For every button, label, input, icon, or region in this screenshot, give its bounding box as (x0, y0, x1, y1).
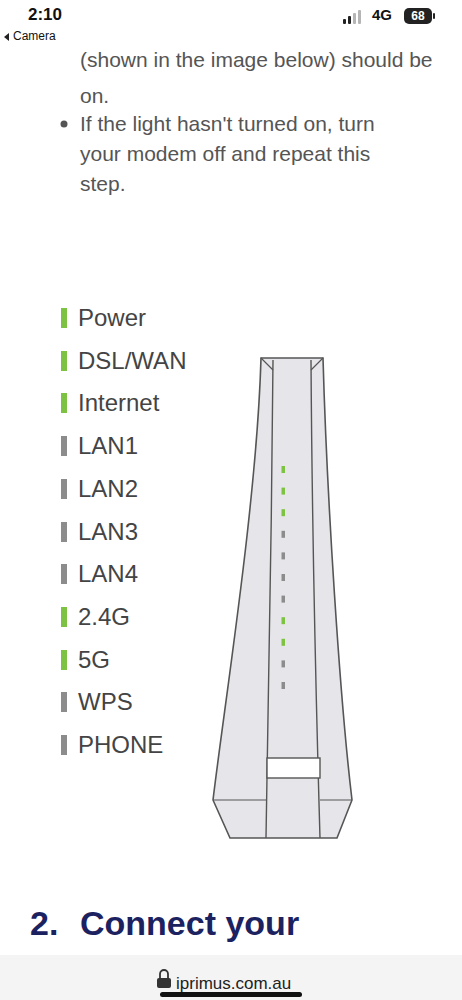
modem-led (282, 682, 286, 689)
modem-led (282, 488, 286, 495)
legend-swatch (61, 650, 67, 670)
modem-led (282, 596, 286, 603)
legend-swatch (61, 522, 67, 542)
network-type: 4G (372, 6, 402, 25)
back-app-name: Camera (13, 29, 93, 44)
legend-row: Internet (61, 389, 142, 417)
legend-text: LAN1 (78, 432, 138, 460)
body-text: (shown in the image below) should be on. (80, 42, 435, 114)
legend-swatch (61, 692, 67, 712)
legend-swatch (61, 308, 67, 328)
battery-tip (433, 13, 435, 19)
legend-row: WPS (61, 688, 116, 716)
legend-text: PHONE (78, 731, 163, 759)
legend-row: DSL/WAN (61, 347, 169, 375)
legend-text: WPS (78, 688, 133, 716)
modem-led (282, 617, 286, 624)
legend-text: 2.4G (78, 603, 130, 631)
bullet-text: If the light hasn't turned on, turn your… (80, 109, 415, 199)
step-heading: Connect your (80, 902, 410, 945)
modem-led (282, 552, 286, 559)
modem-led (282, 639, 286, 646)
battery-icon (404, 8, 432, 24)
legend-text: LAN4 (78, 560, 138, 588)
legend-swatch (61, 393, 67, 413)
legend-text: DSL/WAN (78, 347, 186, 375)
lock-icon (157, 970, 171, 988)
legend-swatch (61, 351, 67, 371)
modem-led (282, 466, 286, 473)
back-arrow-icon (4, 33, 9, 41)
bullet-dot (61, 121, 68, 128)
legend-text: 5G (78, 646, 110, 674)
legend-row: Power (61, 304, 129, 332)
url-text: iprimus.com.au (176, 973, 336, 994)
legend-swatch (61, 607, 67, 627)
battery-level: 68 (404, 8, 432, 24)
legend-row: LAN1 (61, 432, 121, 460)
legend-row: LAN3 (61, 518, 121, 546)
legend-swatch (61, 436, 67, 456)
legend-row: LAN2 (61, 475, 121, 503)
legend-swatch (61, 479, 67, 499)
url-bar (0, 955, 462, 1000)
legend-row: LAN4 (61, 560, 121, 588)
legend-text: Internet (78, 389, 159, 417)
modem-led (282, 660, 286, 667)
modem-led (282, 531, 286, 538)
legend-text: Power (78, 304, 146, 332)
modem-illustration (213, 358, 352, 838)
legend-swatch (61, 564, 67, 584)
legend-row: 5G (61, 646, 93, 674)
signal-icon (343, 10, 361, 24)
step-number: 2. (30, 902, 75, 945)
modem-led (282, 509, 286, 516)
status-time: 2:10 (28, 4, 88, 25)
legend-row: PHONE (61, 731, 146, 759)
modem-led (282, 574, 286, 581)
legend-text: LAN2 (78, 475, 138, 503)
legend-text: LAN3 (78, 518, 138, 546)
legend-row: 2.4G (61, 603, 113, 631)
legend-swatch (61, 735, 67, 755)
